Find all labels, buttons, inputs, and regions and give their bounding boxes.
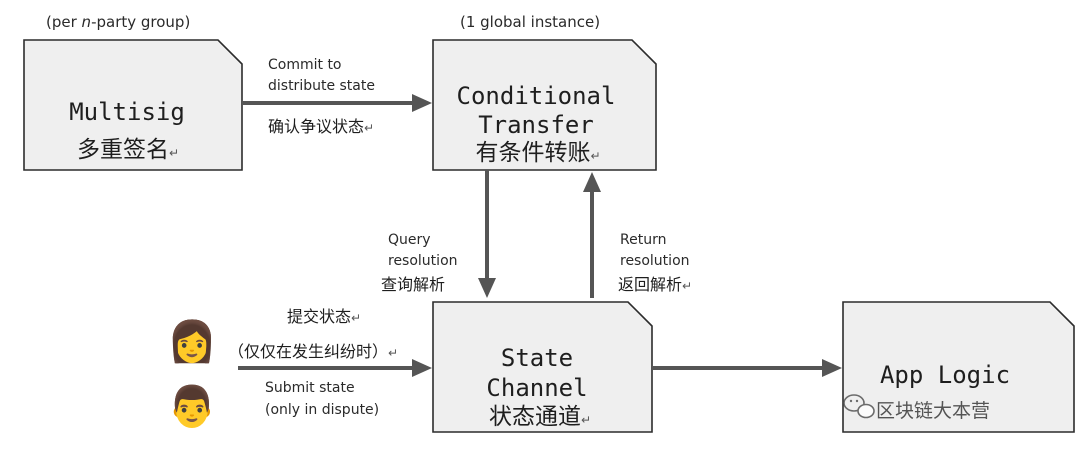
watermark-text: 区块链大本营 — [876, 400, 990, 422]
multisig-box: Multisig 多重签名↵ — [23, 39, 243, 171]
app-logic-label-en: App Logic — [880, 361, 1010, 389]
return-label-line2: resolution — [620, 253, 690, 269]
commit-label-zh: 确认争议状态↵ — [268, 117, 374, 136]
watermark: 区块链大本营 — [843, 394, 990, 422]
query-label-line2: resolution — [388, 253, 458, 269]
app-logic-arrow — [652, 359, 842, 377]
query-arrow — [478, 170, 496, 298]
return-label-zh: 返回解析↵ — [618, 275, 692, 294]
commit-label-line1: Commit to — [268, 57, 342, 73]
return-label-line1: Return — [620, 232, 666, 248]
app-logic-box: App Logic — [842, 301, 1075, 433]
woman-emoji: 👩 — [167, 318, 217, 365]
submit-label-line1: Submit state — [265, 380, 355, 396]
submit-label-zh-line2: （仅仅在发生纠纷时）↵ — [228, 342, 398, 361]
query-label-zh: 查询解析 — [381, 275, 445, 294]
submit-label-zh-line1: 提交状态↵ — [287, 307, 361, 326]
conditional-transfer-box: Conditional Transfer 有条件转账↵ — [432, 39, 657, 171]
return-arrow — [583, 172, 601, 298]
conditional-transfer-label-line2: Transfer — [478, 111, 594, 139]
state-channel-box: State Channel 状态通道↵ — [432, 301, 653, 433]
multisig-label-zh: 多重签名↵ — [77, 137, 179, 163]
commit-arrow — [242, 94, 432, 112]
multisig-label-en: Multisig — [69, 98, 185, 126]
state-channel-label-line1: State — [501, 344, 573, 372]
state-channel-label-line2: Channel — [486, 374, 587, 402]
wechat-icon — [843, 394, 875, 419]
multisig-scope-caption: (per n-party group) — [46, 13, 190, 31]
transfer-scope-caption: (1 global instance) — [460, 13, 600, 31]
query-label-line1: Query — [388, 232, 431, 248]
conditional-transfer-label-zh: 有条件转账↵ — [475, 140, 600, 166]
submit-arrow — [238, 359, 432, 377]
submit-label-line2: (only in dispute) — [265, 402, 379, 418]
state-channel-label-zh: 状态通道↵ — [489, 404, 591, 430]
man-emoji: 👨 — [167, 383, 217, 430]
conditional-transfer-label-line1: Conditional — [457, 82, 616, 110]
commit-label-line2: distribute state — [268, 78, 375, 94]
